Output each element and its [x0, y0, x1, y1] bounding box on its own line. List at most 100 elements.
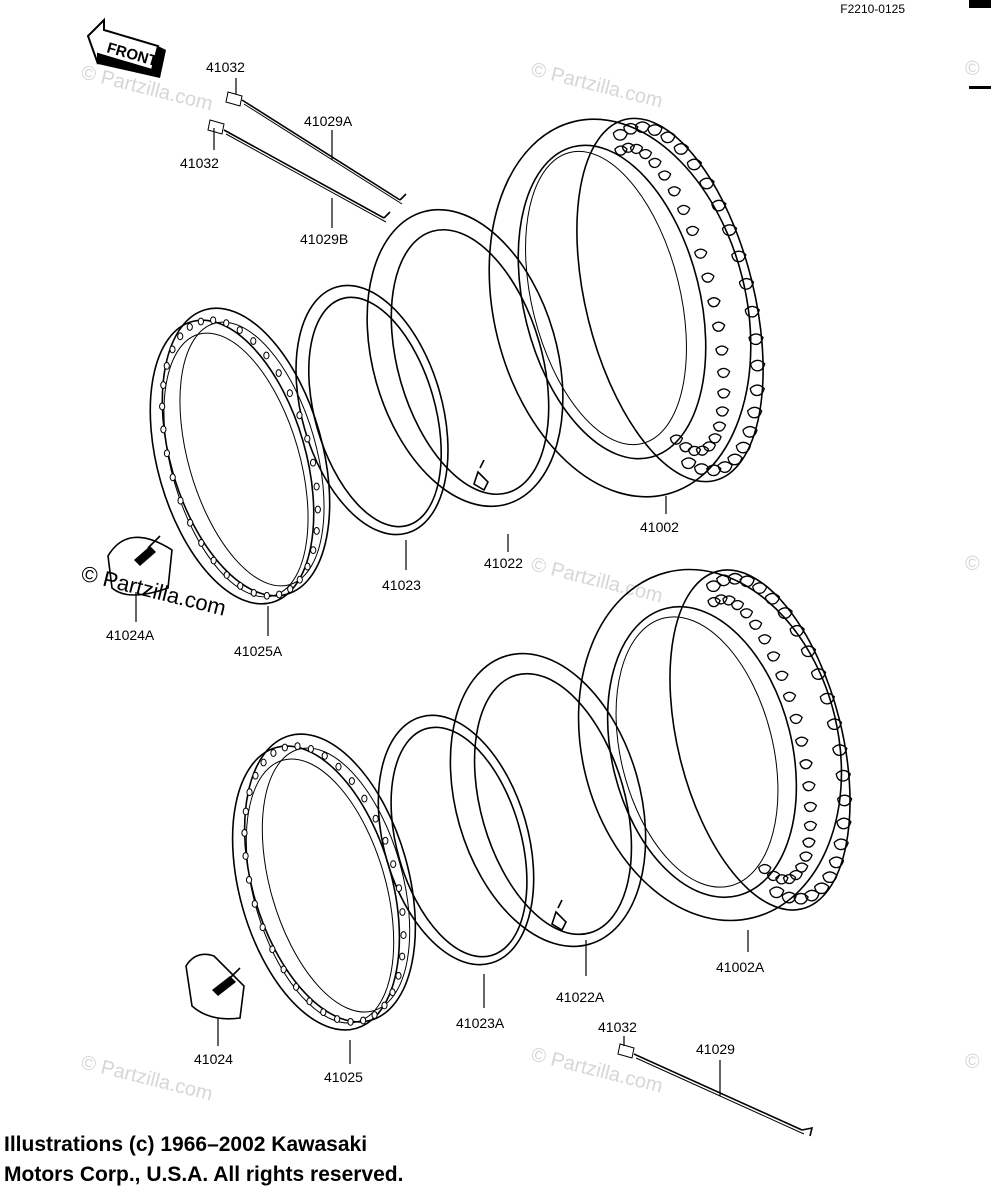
tread-knob — [758, 863, 772, 875]
spoke-hole — [320, 1008, 327, 1017]
tread-knob — [612, 128, 629, 141]
spoke-hole — [348, 777, 355, 785]
spoke-hole — [287, 585, 294, 593]
spoke-hole — [163, 361, 170, 370]
tread-knob — [777, 607, 793, 620]
tread-knob — [750, 359, 766, 372]
part-label-41024: 41024 — [194, 1051, 233, 1067]
tread-knob — [739, 575, 755, 588]
diagram-code: F2210-0125 — [840, 2, 905, 16]
spoke-hole — [242, 852, 249, 860]
tread-knob — [687, 445, 702, 457]
spoke-hole — [276, 590, 283, 599]
spoke-hole — [160, 425, 167, 434]
tread-knob — [739, 608, 754, 619]
spoke-hole — [236, 326, 243, 335]
tube-41022 — [366, 208, 564, 508]
tread-knob — [769, 886, 785, 899]
tread-knob — [803, 820, 818, 832]
tread-knob — [748, 619, 763, 630]
tread-knob — [717, 388, 731, 399]
tread-knob — [707, 297, 721, 308]
spoke-hole — [296, 575, 303, 584]
spoke-hole — [371, 1011, 378, 1019]
watermark-dark: © Partzilla.com — [79, 561, 229, 621]
tread-knob — [781, 891, 797, 904]
tire-41002A — [577, 568, 853, 922]
watermark-edge: © — [965, 58, 980, 80]
part-label-41023A: 41023A — [456, 1015, 505, 1031]
tread-knob — [634, 121, 651, 134]
spoke-hole — [335, 762, 342, 771]
tread-knob — [711, 321, 726, 332]
spoke-hole — [382, 836, 389, 845]
spoke-hole — [260, 758, 267, 767]
spoke-hole — [186, 323, 193, 331]
spoke-hole — [187, 518, 194, 527]
tread-knob — [789, 624, 805, 637]
tread-knob — [647, 124, 663, 136]
spoke-hole — [250, 588, 257, 597]
tread-knob — [832, 744, 848, 756]
tread-knob — [799, 759, 813, 770]
tread-knob — [775, 874, 789, 885]
spoke-hole — [259, 923, 266, 932]
tread-knob — [748, 333, 764, 346]
rim-lock-41024 — [185, 953, 245, 1020]
part-label-41032-middle: 41032 — [180, 155, 219, 171]
spoke-hole — [313, 482, 320, 491]
spoke-hole — [389, 988, 396, 997]
watermarks: © Partzilla.com © Partzilla.com © © Part… — [79, 58, 980, 1105]
tread-knob — [738, 277, 755, 290]
tread-knob — [648, 157, 662, 169]
spoke-hole — [223, 571, 230, 579]
spoke-hole — [381, 1001, 388, 1010]
tread-knob — [716, 574, 732, 587]
edge-mark-top — [969, 0, 991, 8]
tread-knob — [744, 305, 760, 318]
tread-knob — [711, 199, 727, 212]
tread-knob — [793, 892, 809, 905]
part-label-41023: 41023 — [382, 577, 421, 593]
part-label-41025: 41025 — [324, 1069, 363, 1085]
spoke-hole — [269, 945, 276, 954]
tread-knob — [819, 692, 836, 705]
tread-knob — [742, 425, 758, 438]
tread-knob — [802, 781, 816, 792]
spoke-hole — [270, 749, 277, 757]
spoke-hole — [294, 742, 301, 751]
copyright-line-2: Motors Corp., U.S.A. All rights reserved… — [4, 1163, 404, 1186]
tread-knob — [714, 594, 728, 605]
tread-knob — [716, 367, 731, 379]
tread-knob — [822, 871, 838, 884]
tread-knob — [701, 272, 715, 283]
part-label-41025A: 41025A — [234, 643, 283, 659]
tread-knob — [667, 186, 682, 197]
tread-knob — [746, 406, 763, 419]
part-label-41029B: 41029B — [300, 231, 348, 247]
spoke-hole — [198, 539, 205, 547]
spoke-hole — [321, 751, 328, 760]
spoke-hole — [309, 458, 317, 467]
tread-knob — [705, 580, 722, 593]
tread-knob — [657, 170, 672, 181]
spoke-hole — [390, 860, 397, 869]
tread-knob — [669, 434, 684, 445]
tread-knob — [775, 670, 789, 681]
spoke-hole — [310, 546, 317, 555]
tread-knob — [680, 457, 697, 470]
spoke-hole — [263, 591, 270, 600]
spoke-hole — [347, 1017, 354, 1026]
spoke-hole — [395, 884, 403, 893]
rim-41025 — [231, 733, 417, 1031]
spoke-hole — [304, 562, 311, 571]
tread-knob — [677, 204, 691, 216]
tread-knob — [795, 736, 809, 747]
spoke-hole — [163, 449, 171, 458]
front-arrow: FRONT — [86, 17, 166, 78]
spoke-hole — [251, 899, 258, 908]
tread-knob — [708, 433, 722, 444]
tread-knob — [766, 870, 781, 882]
watermark-edge: © — [965, 553, 980, 575]
tread-knob — [673, 143, 689, 155]
